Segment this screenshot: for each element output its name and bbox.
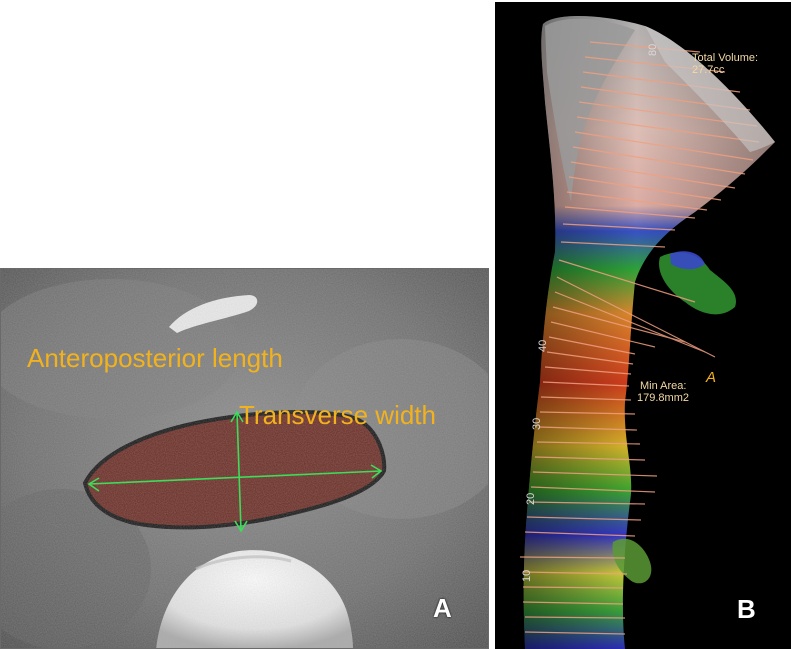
airway-3d-panel: 80 40 30 20 10 Total Volume: 27.7cc Min …	[495, 2, 791, 649]
tick-30: 30	[531, 417, 543, 430]
total-volume-value: 27.7cc	[692, 64, 725, 76]
transverse-width-arrow	[87, 464, 383, 492]
tick-20: 20	[525, 492, 537, 505]
tick-10: 10	[521, 569, 533, 582]
min-area-label: Min Area:	[640, 380, 687, 392]
min-area-marker: A	[706, 369, 717, 386]
ct-axial-image	[1, 269, 488, 648]
tick-80: 80	[647, 43, 659, 56]
tick-40: 40	[537, 339, 549, 352]
anteroposterior-length-arrow	[230, 410, 248, 533]
total-volume-label: Total Volume:	[692, 52, 759, 64]
ct-axial-panel: Anteroposterior length Transverse width …	[0, 268, 489, 649]
airway-3d-rendering	[519, 15, 775, 649]
min-area-value: 179.8mm2	[637, 392, 689, 404]
panel-letter-a: A	[433, 593, 452, 623]
panel-letter-b: B	[737, 594, 756, 624]
anteroposterior-length-label: Anteroposterior length	[27, 343, 283, 373]
transverse-width-label: Transverse width	[239, 400, 436, 430]
